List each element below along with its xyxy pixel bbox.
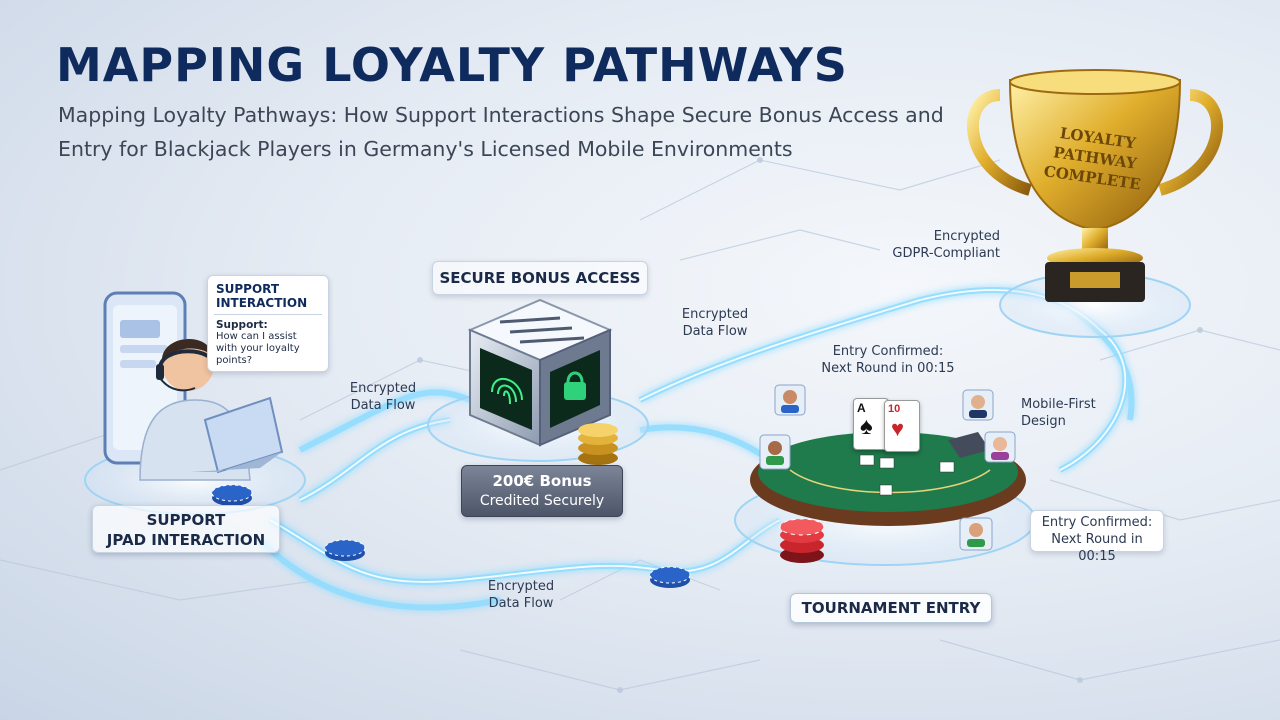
encrypted-flow-label-bottom: Encrypted Data Flow xyxy=(487,579,555,611)
player-avatars xyxy=(759,384,1016,551)
blackjack-table-illustration xyxy=(750,432,1026,563)
spade-icon: ♠ xyxy=(860,413,873,440)
blue-chips xyxy=(211,484,691,588)
entry-confirmed-side: Entry Confirmed: Next Round in 00:15 xyxy=(1041,515,1153,564)
tournament-entry-caption: TOURNAMENT ENTRY xyxy=(790,593,992,623)
bonus-status: Credited Securely xyxy=(479,493,605,509)
gdpr-compliant-label: Encrypted GDPR-Compliant xyxy=(892,229,1000,261)
playing-card-ace: A ♠ xyxy=(853,398,889,450)
support-caption-line1: SUPPORT xyxy=(146,511,226,529)
bonus-credited-plate: 200€ Bonus Credited Securely xyxy=(461,465,623,517)
support-bubble-message: How can I assist with your loyalty point… xyxy=(216,331,300,366)
support-speech-bubble: SUPPORT INTERACTION Support: How can I a… xyxy=(207,275,329,372)
secure-bonus-header: SECURE BONUS ACCESS xyxy=(432,261,648,295)
secure-bonus-header-text: SECURE BONUS ACCESS xyxy=(439,269,641,287)
entry-confirmed-side-card: Entry Confirmed: Next Round in 00:15 xyxy=(1030,510,1164,564)
heart-icon: ♥ xyxy=(891,416,905,441)
trophy-illustration xyxy=(966,69,1224,302)
support-caption-line2: JPAD INTERACTION xyxy=(106,531,266,549)
bonus-amount: 200€ Bonus xyxy=(492,472,592,490)
tournament-entry-caption-text: TOURNAMENT ENTRY xyxy=(801,599,981,617)
support-bubble-title: SUPPORT INTERACTION xyxy=(216,282,308,310)
encrypted-flow-label-middle: Encrypted Data Flow xyxy=(681,307,749,339)
support-caption: SUPPORT JPAD INTERACTION xyxy=(92,505,280,553)
page-title: MAPPING LOYALTY PATHWAYS xyxy=(56,38,848,92)
playing-card-ten: 10 ♥ xyxy=(884,400,920,452)
vault-illustration xyxy=(467,298,618,465)
support-agent-illustration xyxy=(103,291,284,481)
entry-confirmed-top: Entry Confirmed: Next Round in 00:15 xyxy=(821,344,955,376)
playing-card-ten-rank: 10 xyxy=(888,403,901,415)
support-bubble-speaker: Support: xyxy=(216,319,268,331)
mobile-first-label: Mobile-First Design xyxy=(1021,397,1096,429)
playing-card-ace-rank: A xyxy=(857,401,866,415)
page-subtitle: Mapping Loyalty Pathways: How Support In… xyxy=(58,103,944,161)
encrypted-flow-label-left: Encrypted Data Flow xyxy=(349,381,417,413)
